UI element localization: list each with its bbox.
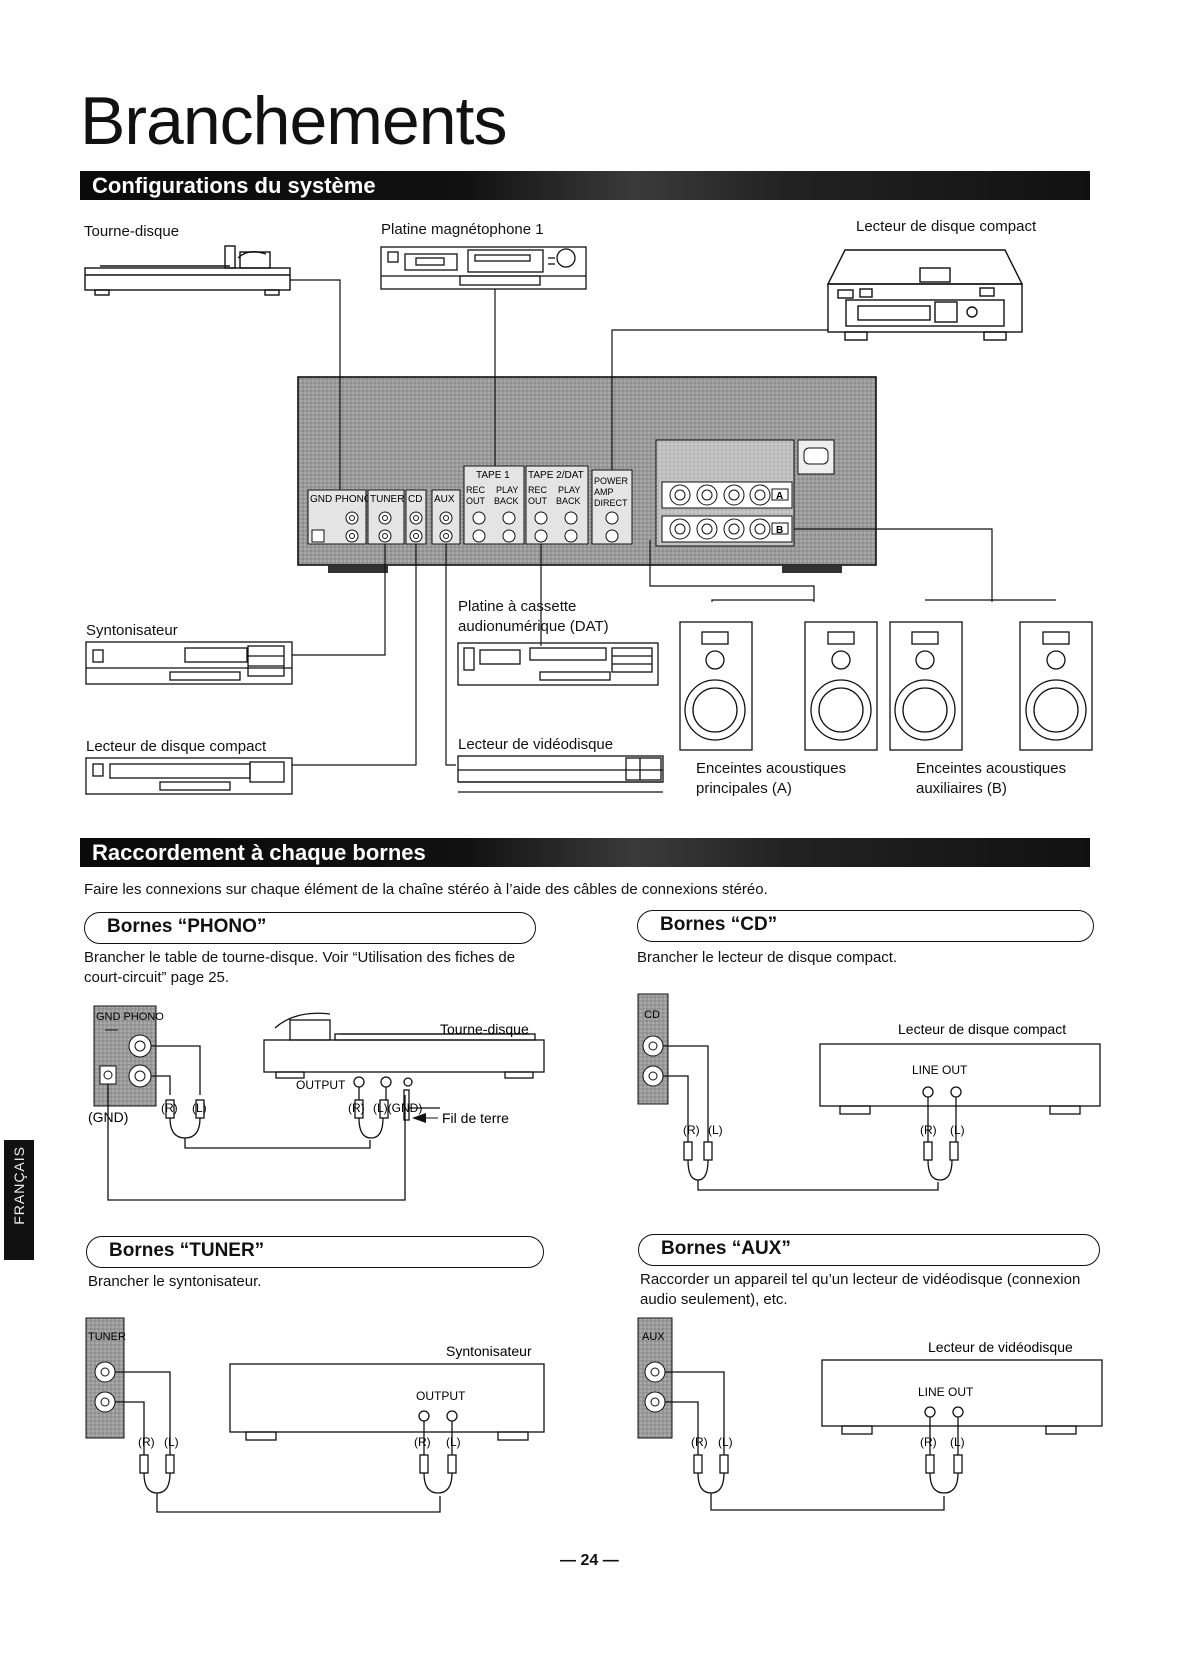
cd-panel-label: CD (644, 1009, 660, 1021)
label-speakers-aux-2: auxiliaires (B) (916, 780, 1007, 797)
aux-output-label: LINE OUT (918, 1385, 974, 1399)
cd-player-top-device (826, 249, 1024, 341)
videodisc-device (457, 755, 664, 793)
cd-device-l-label: (L) (950, 1123, 965, 1137)
panel-aux: AUX (434, 494, 455, 505)
aux-l-label: (L) (718, 1435, 733, 1449)
panel-tape1-rec: REC (466, 485, 486, 495)
cd-r-label: (R) (683, 1123, 700, 1137)
aux-device-label: Lecteur de vidéodisque (928, 1339, 1073, 1355)
page-number: — 24 — (560, 1552, 619, 1569)
aux-title: Bornes “AUX” (661, 1238, 791, 1259)
section-heading-terminals: Raccordement à chaque bornes (80, 838, 1090, 867)
cd-title-box: Bornes “CD” (637, 910, 1094, 942)
section-heading-system-text: Configurations du système (92, 173, 376, 198)
label-turntable: Tourne-disque (84, 223, 180, 240)
aux-device-l-label: (L) (950, 1435, 965, 1449)
language-side-tab: FRANÇAIS (4, 1140, 34, 1260)
page-title: Branchements (80, 83, 507, 159)
tuner-diagram: TUNER Syntonisateur OUTPUT (R) (L) (R) (… (85, 1317, 545, 1513)
panel-tape1-play: PLAY (496, 485, 518, 495)
tuner-title-box: Bornes “TUNER” (86, 1236, 544, 1268)
panel-tape1-back: BACK (494, 496, 519, 506)
panel-tape2-play: PLAY (558, 485, 580, 495)
aux-device-r-label: (R) (920, 1435, 937, 1449)
panel-power: POWER (594, 476, 629, 486)
section-heading-system: Configurations du système (80, 171, 1090, 200)
cd-output-label: LINE OUT (912, 1063, 968, 1077)
cd-player-bottom-device (85, 757, 293, 795)
phono-turntable-r: (R) (348, 1101, 365, 1115)
tuner-title: Bornes “TUNER” (109, 1240, 265, 1261)
cd-device-label: Lecteur de disque compact (898, 1021, 1066, 1037)
label-tape-deck-1: Platine magnétophone 1 (381, 221, 544, 238)
panel-tape1: TAPE 1 (476, 470, 510, 481)
phono-ground-wire-label: Fil de terre (442, 1110, 509, 1126)
tuner-output-label: OUTPUT (416, 1389, 466, 1403)
tuner-device (85, 641, 293, 685)
turntable-device (84, 245, 291, 296)
system-diagram: GND PHONO TUNER CD AUX TAPE 1 REC OUT PL… (84, 245, 1093, 795)
phono-output-label: OUTPUT (296, 1078, 346, 1092)
tuner-text: Brancher le syntonisateur. (88, 1273, 262, 1290)
speakers (679, 621, 1093, 751)
panel-tape1-out: OUT (466, 496, 486, 506)
panel-direct: DIRECT (594, 498, 628, 508)
tape-deck-1-device (380, 246, 587, 290)
label-speakers-main-2: principales (A) (696, 780, 792, 797)
label-cd-player-bottom: Lecteur de disque compact (86, 738, 267, 755)
label-speakers-aux-1: Enceintes acoustiques (916, 760, 1067, 777)
label-tuner: Syntonisateur (86, 622, 178, 639)
phono-panel-label: GND PHONO (96, 1011, 164, 1023)
tuner-device-l-label: (L) (446, 1435, 461, 1449)
phono-diagram: GND PHONO (GND) (R) (L) Tourne-disque OU… (88, 1005, 545, 1201)
label-cd-player-top: Lecteur de disque compact (856, 218, 1037, 235)
connection-wires (290, 279, 1056, 766)
intro-text: Faire les connexions sur chaque élément … (84, 881, 768, 898)
label-speakers-main-1: Enceintes acoustiques (696, 760, 847, 777)
panel-amp: AMP (594, 487, 614, 497)
cd-device-r-label: (R) (920, 1123, 937, 1137)
phono-turntable-lgnd: (L)(GND) (373, 1101, 422, 1115)
panel-tape2-rec: REC (528, 485, 548, 495)
tuner-device-label: Syntonisateur (446, 1343, 532, 1359)
aux-diagram: AUX Lecteur de vidéodisque LINE OUT (R) … (637, 1317, 1103, 1511)
cd-l-label: (L) (708, 1123, 723, 1137)
tuner-l-label: (L) (164, 1435, 179, 1449)
phono-device-label: Tourne-disque (440, 1021, 529, 1037)
tuner-device-r-label: (R) (414, 1435, 431, 1449)
label-dat-line1: Platine à cassette (458, 598, 577, 615)
aux-text: Raccorder un appareil tel qu’un lecteur … (640, 1271, 1081, 1308)
phono-text: Brancher le table de tourne-disque. Voir… (84, 949, 516, 986)
dat-device (457, 642, 659, 686)
cd-title: Bornes “CD” (660, 914, 778, 935)
phono-r-label: (R) (161, 1101, 178, 1115)
tuner-r-label: (R) (138, 1435, 155, 1449)
aux-panel-label: AUX (642, 1331, 665, 1343)
aux-title-box: Bornes “AUX” (638, 1234, 1100, 1266)
label-dat-line2: audionumérique (DAT) (458, 618, 609, 635)
panel-spk-b: B (776, 525, 783, 536)
panel-tape2-out: OUT (528, 496, 548, 506)
amplifier-rear-panel: GND PHONO TUNER CD AUX TAPE 1 REC OUT PL… (297, 376, 877, 573)
cd-diagram: CD Lecteur de disque compact LINE OUT (R… (637, 993, 1101, 1191)
phono-title: Bornes “PHONO” (107, 916, 267, 937)
panel-spk-a: A (776, 491, 783, 502)
panel-tape2: TAPE 2/DAT (528, 470, 584, 481)
cd-text: Brancher le lecteur de disque compact. (637, 949, 898, 966)
phono-title-box: Bornes “PHONO” (84, 912, 536, 944)
aux-r-label: (R) (691, 1435, 708, 1449)
label-videodisc: Lecteur de vidéodisque (458, 736, 614, 753)
panel-tuner: TUNER (370, 494, 404, 505)
panel-tape2-back: BACK (556, 496, 581, 506)
section-heading-terminals-text: Raccordement à chaque bornes (92, 840, 426, 865)
panel-gnd-phono: GND PHONO (310, 494, 372, 505)
language-side-tab-text: FRANÇAIS (11, 1146, 27, 1225)
panel-cd: CD (408, 494, 422, 505)
tuner-panel-label: TUNER (88, 1331, 126, 1343)
